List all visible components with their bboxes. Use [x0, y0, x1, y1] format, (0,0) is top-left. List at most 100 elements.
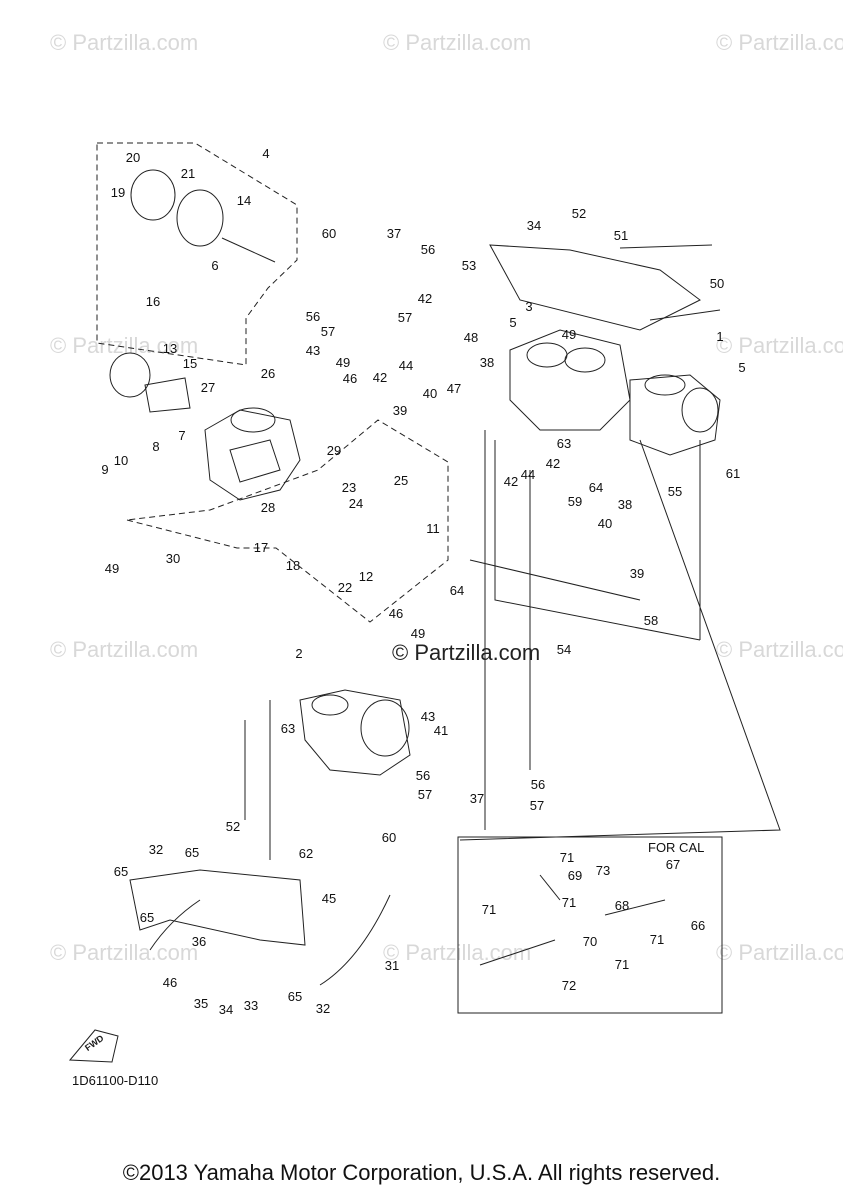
group-outline-17 — [126, 419, 449, 623]
hose-part — [604, 899, 666, 916]
callout-number: 37 — [387, 226, 401, 241]
callout-number: 26 — [261, 366, 275, 381]
hose-part — [539, 874, 561, 901]
watermark: © Partzilla.com — [716, 637, 843, 662]
callout-number: 30 — [166, 551, 180, 566]
callout-number: 43 — [306, 343, 320, 358]
callout-number: 21 — [181, 166, 195, 181]
callout-number: 48 — [464, 330, 478, 345]
callout-number: 17 — [254, 540, 268, 555]
copyright-footer: ©2013 Yamaha Motor Corporation, U.S.A. A… — [122, 1160, 721, 1185]
callout-number: 50 — [710, 276, 724, 291]
callout-number: 71 — [482, 902, 496, 917]
callout-number: 56 — [416, 768, 430, 783]
callout-number: 71 — [562, 895, 576, 910]
callout-number: 29 — [327, 443, 341, 458]
callout-number: 18 — [286, 558, 300, 573]
callout-number: 35 — [194, 996, 208, 1011]
callout-number: 39 — [393, 403, 407, 418]
rod-part — [649, 309, 721, 321]
callout-number: 54 — [557, 642, 571, 657]
callout-number: 70 — [583, 934, 597, 949]
piston-part — [109, 352, 151, 398]
callout-number: 42 — [373, 370, 387, 385]
callout-number: 34 — [219, 1002, 233, 1017]
callout-number: 27 — [201, 380, 215, 395]
bracket-part — [129, 869, 306, 946]
callout-number: 42 — [504, 474, 518, 489]
callout-number: 41 — [434, 723, 448, 738]
callout-number: 19 — [111, 185, 125, 200]
cover-part — [130, 169, 176, 221]
callout-number: 57 — [530, 798, 544, 813]
hose-part — [149, 899, 201, 951]
group-outline-4 — [96, 142, 298, 366]
callout-number: 24 — [349, 496, 363, 511]
callout-number: 49 — [562, 327, 576, 342]
callout-number: 4 — [262, 146, 269, 161]
for-cal-box — [457, 836, 723, 1014]
callout-number: 36 — [192, 934, 206, 949]
callout-number: 38 — [618, 497, 632, 512]
bracket-part — [489, 244, 701, 331]
callout-number: 25 — [394, 473, 408, 488]
callout-number: 12 — [359, 569, 373, 584]
callout-number: 52 — [226, 819, 240, 834]
callout-number: 60 — [322, 226, 336, 241]
callout-number: 53 — [462, 258, 476, 273]
callout-number: 49 — [105, 561, 119, 576]
callout-number: 49 — [336, 355, 350, 370]
callout-number: 72 — [562, 978, 576, 993]
callout-number: 33 — [244, 998, 258, 1013]
callout-number: 60 — [382, 830, 396, 845]
callout-number: 38 — [480, 355, 494, 370]
callout-number: 62 — [299, 846, 313, 861]
callout-number: 65 — [140, 910, 154, 925]
callout-number: 32 — [316, 1001, 330, 1016]
callout-number: 45 — [322, 891, 336, 906]
callout-number: 46 — [389, 606, 403, 621]
callout-number: 37 — [470, 791, 484, 806]
callout-number: 56 — [306, 309, 320, 324]
needle-part — [221, 237, 276, 263]
callout-number: 28 — [261, 500, 275, 515]
callout-number: 57 — [321, 324, 335, 339]
callout-number: 64 — [589, 480, 603, 495]
callout-number: 39 — [630, 566, 644, 581]
callout-number: 52 — [572, 206, 586, 221]
callout-number: 58 — [644, 613, 658, 628]
callout-number: 44 — [399, 358, 413, 373]
callout-number: 56 — [531, 777, 545, 792]
carb-body-lower — [299, 689, 411, 776]
callout-number: 63 — [557, 436, 571, 451]
callout-number: 42 — [418, 291, 432, 306]
watermark: © Partzilla.com — [716, 940, 843, 965]
callout-number: 42 — [546, 456, 560, 471]
callout-number: 5 — [738, 360, 745, 375]
rod-part — [469, 559, 641, 601]
callout-number: 40 — [598, 516, 612, 531]
callout-number: 9 — [101, 462, 108, 477]
callout-number: 67 — [666, 857, 680, 872]
callout-number: 73 — [596, 863, 610, 878]
callout-number: 15 — [183, 356, 197, 371]
callout-number: 66 — [691, 918, 705, 933]
callout-labels: 2021194146161315272678910304917182829232… — [101, 146, 745, 1017]
callout-number: 44 — [521, 467, 535, 482]
callout-number: 49 — [411, 626, 425, 641]
callout-number: 13 — [163, 341, 177, 356]
callout-number: 32 — [149, 842, 163, 857]
callout-number: 57 — [398, 310, 412, 325]
callout-number: 34 — [527, 218, 541, 233]
callout-number: 1 — [716, 329, 723, 344]
callout-number: 14 — [237, 193, 251, 208]
callout-number: 43 — [421, 709, 435, 724]
callout-number: 65 — [114, 864, 128, 879]
callout-number: 46 — [343, 371, 357, 386]
valve-part — [144, 377, 191, 413]
callout-number: 47 — [447, 381, 461, 396]
diaphragm-part — [176, 189, 224, 247]
callout-number: 59 — [568, 494, 582, 509]
